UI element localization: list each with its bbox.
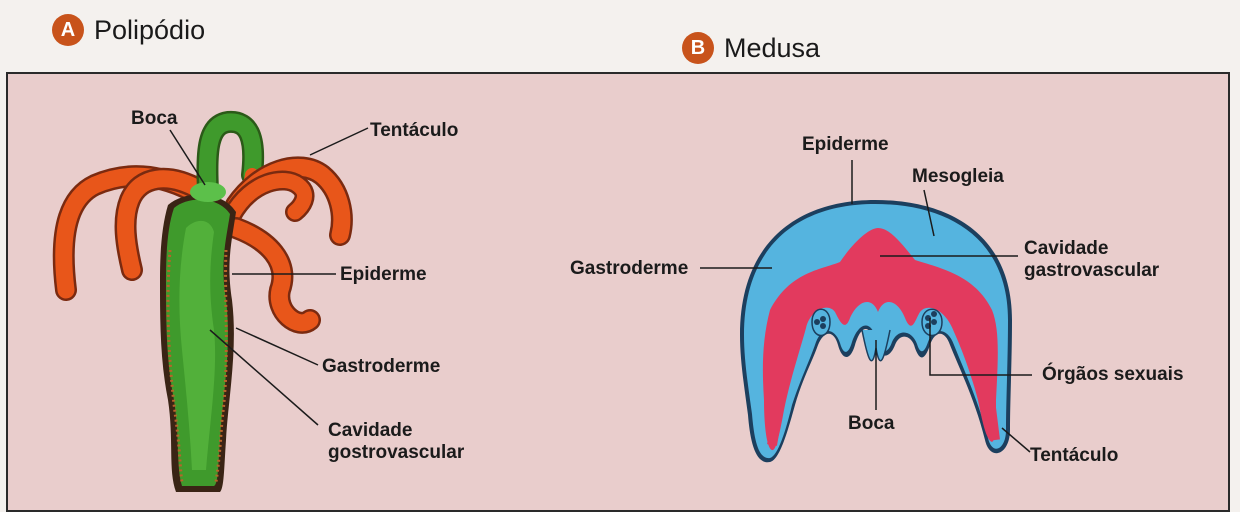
medusa-label-cavidade-line2: gastrovascular xyxy=(1024,260,1159,282)
polyp-illustration xyxy=(64,122,342,492)
medusa-label-mesogleia: Mesogleia xyxy=(912,166,1004,188)
polyp-label-gastroderme: Gastroderme xyxy=(322,356,440,378)
polyp-label-cavidade-line2: gostrovascular xyxy=(328,442,464,464)
polyp-label-cavidade: Cavidade gostrovascular xyxy=(328,420,464,464)
polyp-label-boca: Boca xyxy=(131,108,177,130)
medusa-label-cavidade: Cavidade gastrovascular xyxy=(1024,238,1159,282)
polyp-label-cavidade-line1: Cavidade xyxy=(328,420,464,442)
polyp-label-epiderme: Epiderme xyxy=(340,264,427,286)
medusa-label-gastroderme: Gastroderme xyxy=(570,258,688,280)
medusa-label-boca: Boca xyxy=(848,413,894,435)
polyp-label-tentaculo: Tentáculo xyxy=(370,120,458,142)
medusa-label-cavidade-line1: Cavidade xyxy=(1024,238,1159,260)
polyp-mouth xyxy=(190,182,226,202)
medusa-label-epiderme: Epiderme xyxy=(802,134,889,156)
medusa-label-tentaculo: Tentáculo xyxy=(1030,445,1118,467)
medusa-label-orgaos: Órgãos sexuais xyxy=(1042,364,1184,386)
